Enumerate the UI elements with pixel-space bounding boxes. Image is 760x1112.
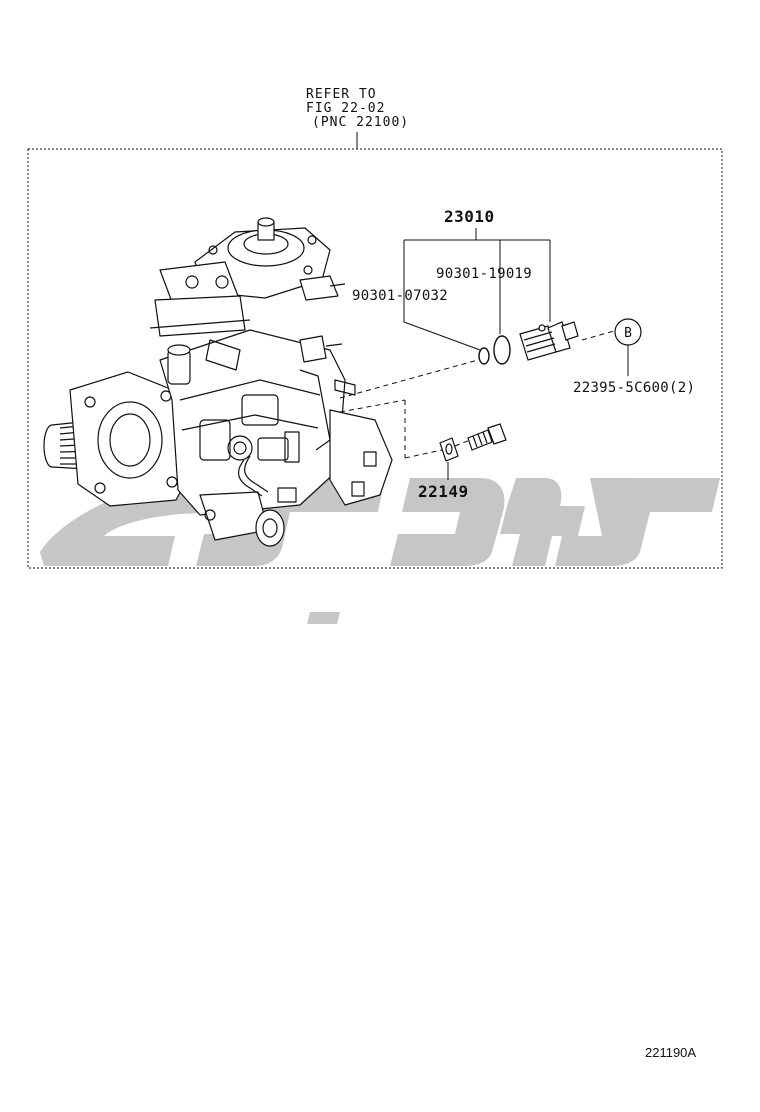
reference-line-1: REFER TO bbox=[306, 87, 377, 102]
assembly-bracket bbox=[403, 228, 551, 351]
part-number-oring-small: 90301-07032 bbox=[352, 288, 449, 304]
part-number-assembly: 23010 bbox=[444, 207, 495, 226]
side-bracket bbox=[299, 369, 393, 506]
part-number-callout: 22395-5C600(2) bbox=[573, 380, 696, 396]
pump-body bbox=[159, 329, 346, 516]
reference-line-2: FIG 22-02 bbox=[306, 101, 386, 116]
part-number-oring-large: 90301-19019 bbox=[436, 266, 533, 282]
part-number-washer-bolt: 22149 bbox=[418, 482, 469, 501]
large-o-ring bbox=[493, 335, 511, 365]
callout-letter: B bbox=[624, 326, 632, 341]
injection-pump-illustration bbox=[43, 217, 393, 547]
reference-note: REFER TO FIG 22-02 (PNC 22100) bbox=[306, 88, 409, 130]
reference-line-3: (PNC 22100) bbox=[312, 115, 410, 130]
control-levers bbox=[149, 261, 346, 385]
callout-b: B bbox=[614, 318, 642, 376]
diagram-frame bbox=[27, 148, 723, 569]
install-dashed-lines bbox=[339, 330, 615, 459]
bolt bbox=[467, 423, 507, 451]
washer bbox=[439, 437, 459, 462]
small-o-ring bbox=[478, 347, 490, 365]
figure-code: 221190A bbox=[645, 1045, 697, 1060]
fuel-cut-solenoid bbox=[199, 455, 297, 547]
valve-component bbox=[519, 321, 579, 361]
